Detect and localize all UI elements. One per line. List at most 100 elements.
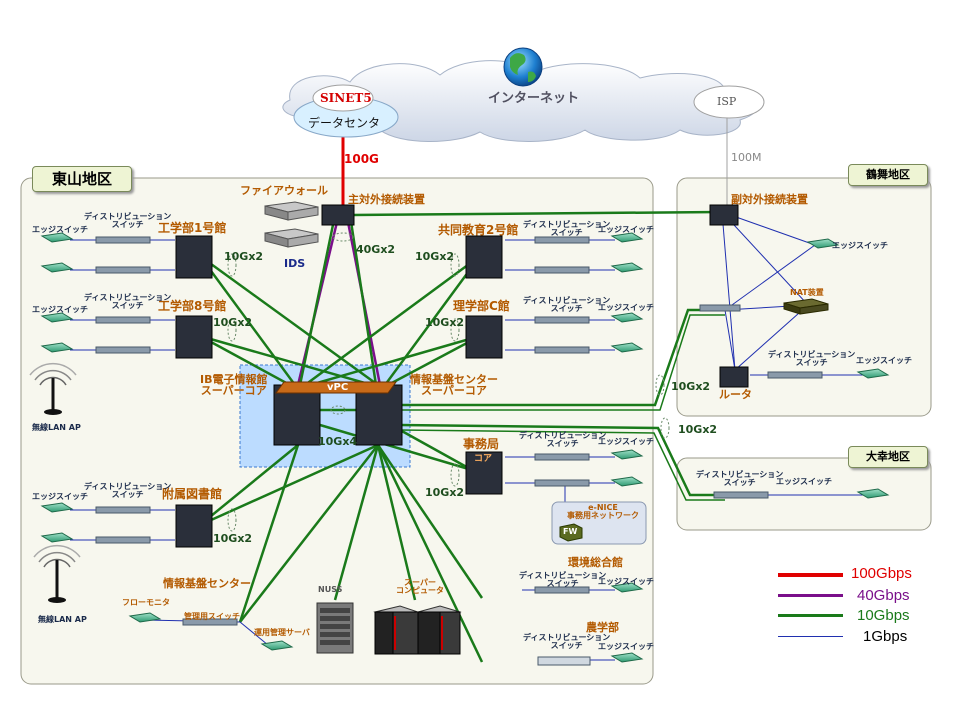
core-switch-right [355, 384, 403, 446]
dist-label-5: ディストリビューション スイッチ [84, 482, 172, 499]
datacenter-label: データセンタ [308, 116, 381, 130]
supercomputer [373, 605, 462, 655]
dist-label-8: ディストリビューション スイッチ [523, 633, 611, 650]
region-tag-higashiyama: 東山地区 [32, 166, 132, 192]
edge-label-3: エッジスイッチ [598, 225, 654, 234]
ids-label: IDS [284, 257, 306, 270]
legend-label-40g: 40Gbps [857, 587, 910, 604]
nuss-server [316, 602, 354, 654]
link-100g-label: 100G [344, 152, 379, 166]
link-10g-library: 10Gx2 [213, 532, 253, 545]
edge-label-7: エッジスイッチ [598, 577, 654, 586]
jimu-core-label: コア [474, 454, 493, 464]
super-label: スーパー コンピュータ [396, 578, 444, 595]
sinet-label: SINET5 [320, 91, 372, 105]
edge-label-4: エッジスイッチ [598, 303, 654, 312]
link-10g-tsurumai: 10Gx2 [671, 380, 711, 393]
firewall-appliance [264, 201, 319, 221]
dist-label-10: ディストリビューション スイッチ [696, 470, 784, 487]
sub-ext-label: 副対外接続装置 [731, 193, 808, 206]
ids-appliance [264, 228, 319, 248]
link-100m-label: 100M [731, 151, 762, 164]
itc-label: 情報基盤センター [163, 577, 251, 590]
link-40g-label: 40Gx2 [356, 243, 396, 256]
agri-label: 農学部 [586, 621, 619, 634]
floor-monitor-label: フローモニタ [122, 598, 170, 607]
edge-switches [40, 232, 890, 663]
edge-label-11: エッジスイッチ [776, 477, 832, 486]
dist-label-9: ディストリビューション スイッチ [768, 350, 856, 367]
wlan-ap-icon-2 [33, 544, 81, 603]
jimu-label: 事務局 [463, 437, 500, 451]
region-daiko [676, 457, 932, 531]
globe-icon [503, 47, 543, 87]
sub-ext-device [709, 204, 739, 226]
edge-label-5: エッジスイッチ [32, 492, 88, 501]
legend-line-1g [778, 636, 843, 637]
router-device [719, 366, 749, 388]
legend: 100Gbps 40Gbps 10Gbps 1Gbps [778, 562, 938, 652]
kyotsu2-label: 共同教育2号館 [438, 223, 519, 237]
link-10g-daiko: 10Gx2 [678, 423, 718, 436]
dist-label-7: ディストリビューション スイッチ [519, 571, 607, 588]
wlan-ap-icon-1 [29, 362, 77, 415]
region-tsurumai [676, 177, 932, 417]
main-ext-device [321, 204, 355, 226]
link-10g-eng8: 10Gx2 [213, 316, 253, 329]
wlan-label-2: 無線LAN AP [38, 615, 87, 624]
nat-device-front [799, 303, 829, 315]
dist-label-2: ディストリビューション スイッチ [84, 293, 172, 310]
region-tag-tsurumai: 鶴舞地区 [848, 164, 928, 186]
distribution-switches [95, 236, 823, 626]
legend-label-100g: 100Gbps [851, 565, 912, 582]
dist-label-3: ディストリビューション スイッチ [523, 220, 611, 237]
core-left-label: IB電子情報館 スーパーコア [200, 373, 268, 397]
nuss-label: NUSS [318, 585, 343, 594]
env-label: 環境総合館 [568, 556, 623, 569]
fw-box [559, 523, 583, 542]
main-ext-label: 主対外接続装置 [348, 193, 425, 206]
link-10gx4: 10Gx4 [318, 435, 358, 448]
link-10g-jimu: 10Gx2 [425, 486, 465, 499]
edge-label-2: エッジスイッチ [32, 305, 88, 314]
legend-label-1g: 1Gbps [863, 628, 908, 645]
region-tag-daiko: 大幸地区 [848, 446, 928, 468]
jimu-core-switch [465, 451, 503, 495]
core-right-label: 情報基盤センター スーパーコア [410, 373, 498, 397]
legend-line-40g [778, 594, 843, 597]
internet-label: インターネット [488, 91, 580, 106]
enice-label: e-NICE 事務用ネットワーク [567, 503, 639, 520]
dist-label-4: ディストリビューション スイッチ [523, 296, 611, 313]
edge-label-9: エッジスイッチ [832, 241, 888, 250]
links-10g [198, 210, 725, 663]
ops-server-label: 運用管理サーバ [254, 628, 310, 637]
firewall-label: ファイアウォール [240, 184, 328, 197]
legend-line-10g [778, 614, 843, 617]
router-label: ルータ [719, 388, 752, 401]
sinet-badge [312, 84, 374, 112]
vpc-label: vPC [327, 382, 349, 393]
dist-label-6: ディストリビューション スイッチ [519, 431, 607, 448]
eng8-label: 工学部8号館 [158, 299, 227, 313]
link-10g-sciC: 10Gx2 [425, 316, 465, 329]
edge-label-8: エッジスイッチ [598, 642, 654, 651]
edge-label-10: エッジスイッチ [856, 356, 912, 365]
nat-label: NAT装置 [790, 288, 824, 297]
library-label: 附属図書館 [162, 487, 223, 501]
fw-label: FW [563, 527, 578, 536]
link-10g-kyotsu2: 10Gx2 [415, 250, 455, 263]
eng1-label: 工学部1号館 [158, 221, 227, 235]
vpc-bar [275, 381, 397, 394]
dist-label-1: ディストリビューション スイッチ [84, 212, 172, 229]
edge-label-1: エッジスイッチ [32, 225, 88, 234]
isp-label: ISP [717, 95, 737, 108]
agri-dist-switch [537, 656, 591, 666]
wlan-label-1: 無線LAN AP [32, 423, 81, 432]
core-switch-left [273, 384, 321, 446]
sciC-label: 理学部C館 [453, 299, 510, 313]
legend-label-10g: 10Gbps [857, 607, 910, 624]
cloud [282, 60, 759, 142]
legend-line-100g [778, 573, 843, 577]
link-aggregation-marks [227, 232, 670, 532]
